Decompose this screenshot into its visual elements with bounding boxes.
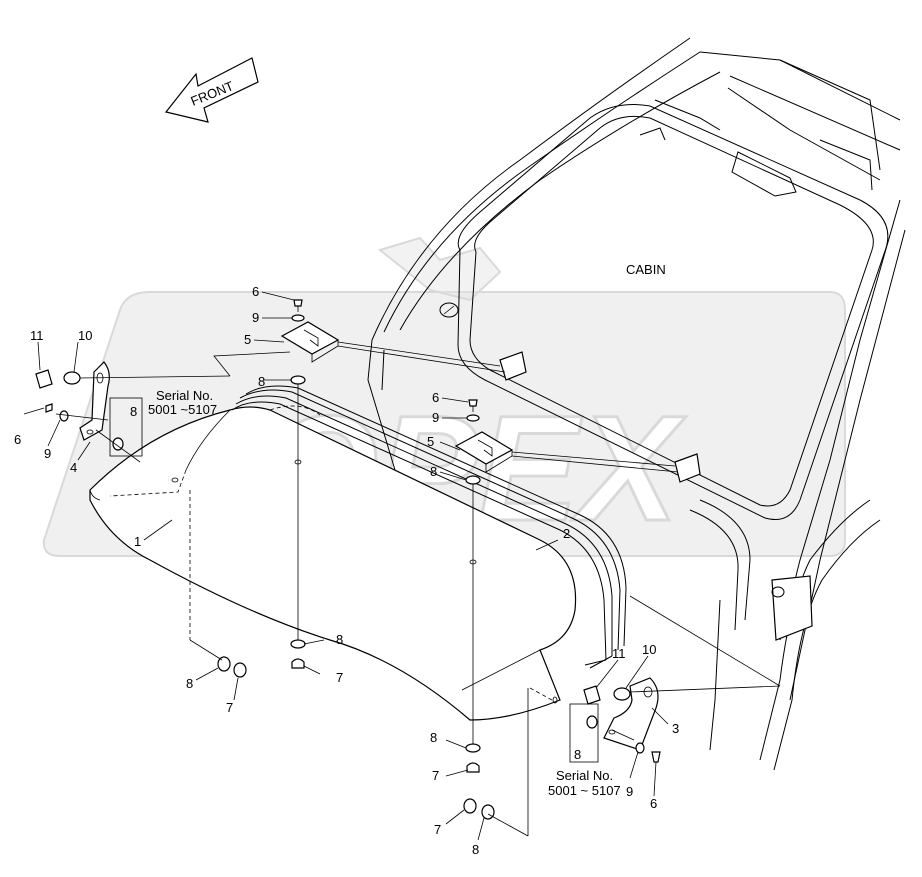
callout-8a: 8 (258, 374, 265, 389)
callout-8c: 8 (130, 404, 137, 419)
serial-left-line1: Serial No. (156, 388, 213, 403)
callout-7b: 7 (432, 768, 439, 783)
serial-left-line2: 5001 ~5107 (148, 402, 217, 417)
cabin-label: CABIN (626, 262, 666, 277)
seal-part-2 (231, 385, 627, 669)
hardware (35, 299, 661, 820)
assembly-lines (55, 306, 781, 837)
callout-1: 1 (134, 534, 141, 549)
clip-part-5-a (280, 321, 340, 363)
clip-part-5-b (454, 431, 514, 473)
callout-9d: 9 (626, 784, 633, 799)
callout-9b: 9 (432, 410, 439, 425)
callout-3: 3 (672, 721, 679, 736)
callout-9a: 9 (252, 310, 259, 325)
callout-5a: 5 (244, 332, 251, 347)
callout-6c: 6 (14, 432, 21, 447)
bracket-part-3 (603, 677, 659, 751)
callout-8b: 8 (430, 464, 437, 479)
callout-10b: 10 (642, 642, 656, 657)
callout-8g: 8 (472, 842, 479, 857)
callout-7a: 7 (336, 670, 343, 685)
callout-7d: 7 (226, 700, 233, 715)
cover-part-1 (89, 405, 577, 721)
callout-9c: 9 (44, 446, 51, 461)
serial-box-left: Serial No. 5001 ~5107 (109, 388, 217, 457)
callout-2: 2 (563, 526, 570, 541)
serial-right-line2: 5001 ~ 5107 (548, 783, 621, 798)
callout-7c: 7 (434, 822, 441, 837)
leader-lines (23, 291, 669, 841)
callout-8e: 8 (430, 730, 437, 745)
callout-11b: 11 (612, 646, 626, 661)
front-arrow: FRONT (164, 57, 259, 123)
callout-8h: 8 (574, 747, 581, 762)
serial-right-line1: Serial No. (556, 768, 613, 783)
cabin-frame: CABIN (367, 37, 906, 771)
callout-6d: 6 (650, 796, 657, 811)
callout-11a: 11 (30, 328, 44, 343)
callout-4: 4 (70, 460, 77, 475)
callout-8f: 8 (186, 676, 193, 691)
callout-8d: 8 (336, 632, 343, 647)
serial-box-right: Serial No. 5001 ~ 5107 (548, 703, 621, 798)
callout-6b: 6 (432, 390, 439, 405)
callout-5b: 5 (427, 434, 434, 449)
callout-labels: 1 2 3 4 5 5 6 6 6 6 7 7 7 7 8 8 8 8 8 8 … (14, 284, 679, 857)
callout-6a: 6 (252, 284, 259, 299)
callout-10a: 10 (78, 328, 92, 343)
